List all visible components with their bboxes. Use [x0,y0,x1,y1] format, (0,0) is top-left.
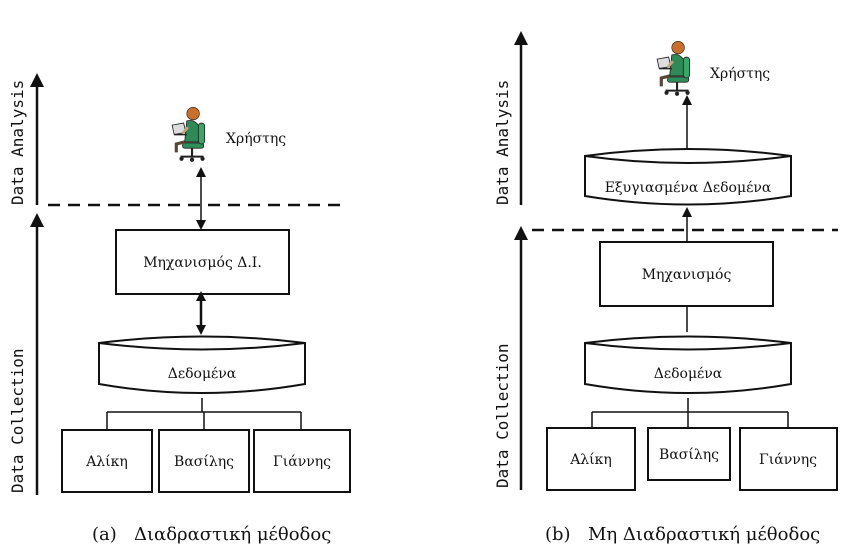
mechanism-box [115,229,290,295]
source-box-vasilis-b [647,427,731,481]
caption-a: Διαδραστική μέθοδος [134,524,331,545]
source-label-giannis-b: Γιάννης [759,452,817,468]
data-analysis-label-b: Data Analysis [493,80,512,205]
user-label: Χρήστης [226,131,286,147]
source-box-alice [61,429,153,493]
data-analysis-label: Data Analysis [8,80,27,205]
source-box-vasilis [158,429,250,493]
panel-b: Data Analysis Data Collection Χρήστης Εξ… [493,31,838,545]
data-label: Δεδομένα [168,365,237,382]
sanitized-data-label: Εξυγιασμένα Δεδομένα [605,179,772,196]
mechanism-label-b: Μηχανισμός [642,267,732,283]
source-label-giannis: Γιάννης [273,454,331,470]
mechanism-label: Μηχανισμός Δ.Ι. [143,255,262,271]
source-box-alice-b [546,427,636,491]
data-label-b: Δεδομένα [654,365,723,382]
source-label-alice: Αλίκη [85,453,128,470]
user-label-b: Χρήστης [710,66,770,82]
source-label-alice-b: Αλίκη [569,451,612,468]
source-label-vasilis: Βασίλης [174,453,234,470]
caption-tag-a: (a) [92,524,117,545]
source-label-vasilis-b: Βασίλης [659,446,719,463]
data-store-b [584,335,792,394]
caption-tag-b: (b) [545,524,571,545]
person-at-laptop-icon [170,105,207,162]
panel-a: Data Analysis Data Collection Χρήστης Μη… [8,73,351,545]
mechanism-box-b [599,241,774,307]
data-collection-label: Data Collection [8,349,27,494]
data-collection-label-b: Data Collection [493,344,512,489]
person-at-laptop-icon-b [655,39,692,96]
source-box-giannis-b [739,427,838,491]
data-store [98,335,306,394]
sanitized-data-store [584,148,792,206]
source-box-giannis [253,429,351,493]
caption-b: Μη Διαδραστική μέθοδος [588,524,820,545]
